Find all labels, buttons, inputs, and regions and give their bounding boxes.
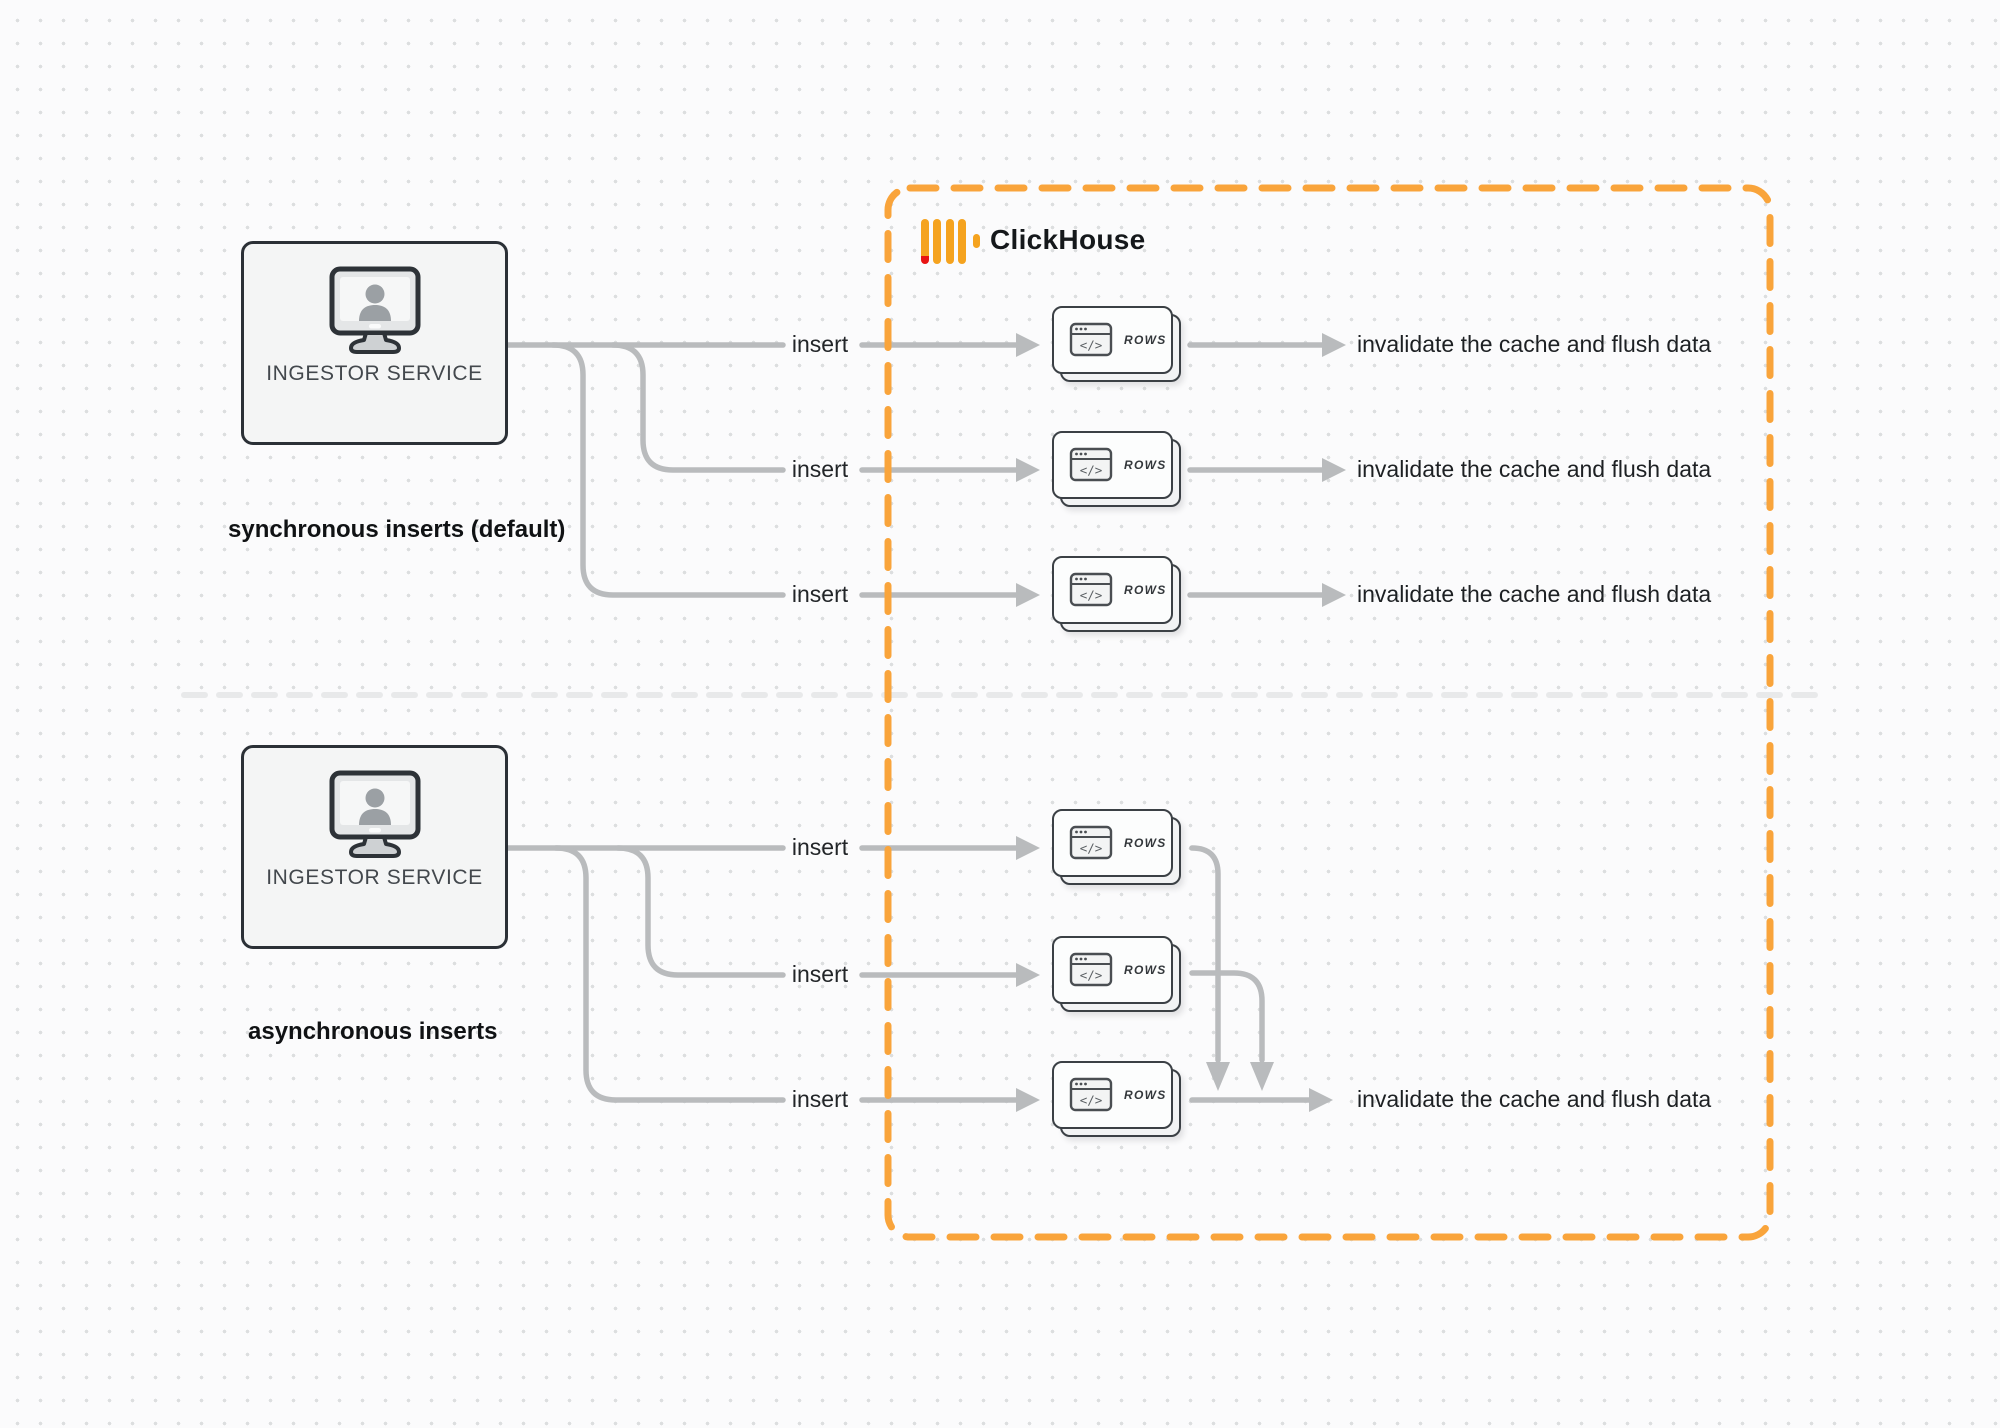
svg-text:</>: </> [1080, 841, 1103, 856]
ingestor-service-box-sync: INGESTOR SERVICE [241, 241, 508, 445]
logo-bar [945, 218, 954, 264]
card-front: </> ROWS [1052, 306, 1173, 374]
rows-label: ROWS [1124, 1088, 1167, 1102]
arrowhead-down [1250, 1062, 1274, 1091]
svg-text:</>: </> [1080, 1093, 1103, 1108]
sync-section-caption: synchronous inserts (default) [228, 516, 566, 543]
code-window-icon: </> [1069, 322, 1113, 357]
invalidate-label: invalidate the cache and flush data [1357, 1086, 1712, 1112]
rows-table-card: </> ROWS [1052, 1061, 1181, 1137]
arrowhead [1322, 333, 1346, 357]
clickhouse-wordmark: ClickHouse [990, 224, 1146, 255]
rows-label: ROWS [1124, 836, 1167, 850]
code-window-icon: </> [1069, 1077, 1113, 1112]
sync-branch-2 [610, 342, 786, 473]
rows-label: ROWS [1124, 963, 1167, 977]
card-front: </> ROWS [1052, 936, 1173, 1004]
insert-label: insert [791, 581, 849, 607]
svg-text:</>: </> [1080, 588, 1103, 603]
logo-dot [972, 234, 980, 248]
insert-label: insert [791, 1086, 849, 1112]
monitor-user-icon [329, 266, 420, 354]
rows-label: ROWS [1124, 583, 1167, 597]
insert-label: insert [791, 331, 849, 357]
card-front: </> ROWS [1052, 556, 1173, 624]
invalidate-label: invalidate the cache and flush data [1357, 581, 1712, 607]
arrowhead [1309, 1088, 1333, 1112]
invalidate-label: invalidate the cache and flush data [1357, 331, 1712, 357]
arrowhead [1016, 963, 1040, 987]
async-section-caption: asynchronous inserts [248, 1018, 498, 1045]
insert-label: insert [791, 456, 849, 482]
card-front: </> ROWS [1052, 431, 1173, 499]
async-merge-line-1 [1189, 845, 1221, 1063]
card-front: </> ROWS [1052, 809, 1173, 877]
arrowhead [1016, 458, 1040, 482]
logo-bar [957, 218, 966, 264]
card-front: </> ROWS [1052, 1061, 1173, 1129]
rows-table-card: </> ROWS [1052, 306, 1181, 382]
code-window-icon: </> [1069, 572, 1113, 607]
arrowhead [1016, 333, 1040, 357]
ingestor-service-label: INGESTOR SERVICE [266, 362, 483, 385]
invalidate-label: invalidate the cache and flush data [1357, 456, 1712, 482]
ingestor-service-box-async: INGESTOR SERVICE [241, 745, 508, 949]
async-branch-2 [615, 845, 786, 978]
code-window-icon: </> [1069, 825, 1113, 860]
clickhouse-boundary-box [884, 184, 1774, 1241]
clickhouse-logo [921, 218, 980, 264]
rows-table-card: </> ROWS [1052, 809, 1181, 885]
arrowhead [1016, 836, 1040, 860]
insert-label: insert [791, 961, 849, 987]
arrowhead [1016, 583, 1040, 607]
monitor-user-icon [329, 770, 420, 858]
logo-bar [921, 218, 929, 264]
rows-table-card: </> ROWS [1052, 431, 1181, 507]
svg-text:</>: </> [1080, 338, 1103, 353]
code-window-icon: </> [1069, 447, 1113, 482]
arrowhead [1322, 583, 1346, 607]
sync-branch-3 [550, 342, 786, 598]
arrowhead [1322, 458, 1346, 482]
code-window-icon: </> [1069, 952, 1113, 987]
async-branch-3 [553, 845, 786, 1103]
rows-label: ROWS [1124, 458, 1167, 472]
logo-bar [933, 218, 942, 264]
svg-text:</>: </> [1080, 463, 1103, 478]
ingestor-service-label: INGESTOR SERVICE [266, 866, 483, 889]
async-merge-line-2 [1189, 970, 1265, 1063]
rows-table-card: </> ROWS [1052, 556, 1181, 632]
svg-text:</>: </> [1080, 968, 1103, 983]
insert-label: insert [791, 834, 849, 860]
arrowhead-down [1206, 1062, 1230, 1091]
arrowhead [1016, 1088, 1040, 1112]
rows-label: ROWS [1124, 333, 1167, 347]
rows-table-card: </> ROWS [1052, 936, 1181, 1012]
